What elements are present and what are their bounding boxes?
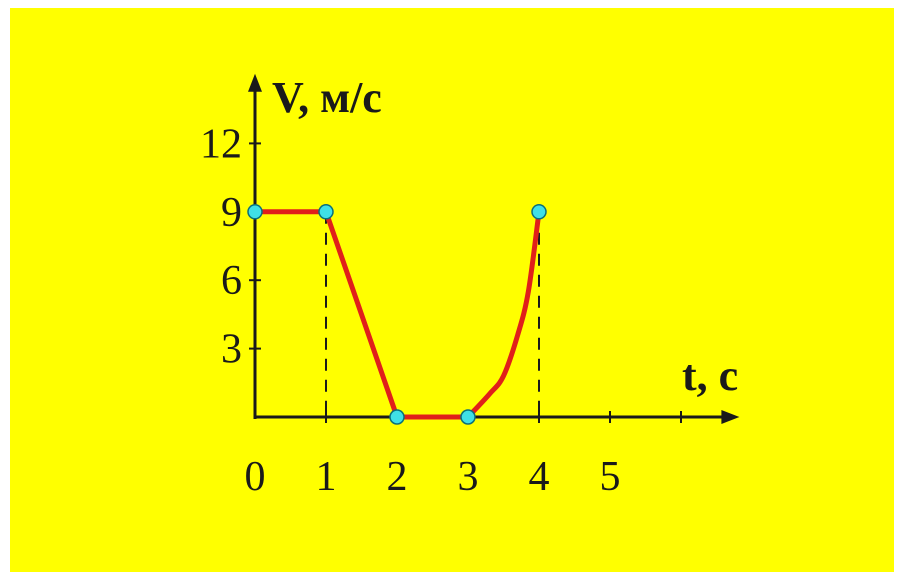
- data-point: [389, 409, 405, 425]
- tick-marks: [249, 142, 682, 423]
- x-tick-label: 1: [316, 454, 337, 500]
- series-lines: [252, 209, 542, 420]
- x-tick-label: 4: [529, 454, 550, 500]
- x-tick-label: 3: [458, 454, 479, 500]
- series-segment: [465, 209, 542, 420]
- y-tick-label: 9: [221, 190, 242, 236]
- x-tick-label: 2: [387, 454, 408, 500]
- series-segment: [323, 209, 400, 420]
- x-axis-arrow: [721, 410, 740, 424]
- x-tick-label: 0: [245, 454, 266, 500]
- dashed-guides: [325, 211, 540, 417]
- data-point: [318, 204, 334, 220]
- y-axis-label: V, м/с: [272, 73, 382, 122]
- y-tick-label: 6: [221, 258, 242, 304]
- data-markers: [247, 204, 547, 425]
- y-tick-label: 12: [200, 121, 242, 167]
- y-tick-label: 3: [221, 327, 242, 373]
- data-point: [460, 409, 476, 425]
- data-point: [247, 204, 263, 220]
- x-tick-label: 5: [600, 454, 621, 500]
- x-axis-label: t, с: [682, 351, 738, 400]
- y-axis-arrow: [248, 73, 262, 92]
- data-point: [531, 204, 547, 220]
